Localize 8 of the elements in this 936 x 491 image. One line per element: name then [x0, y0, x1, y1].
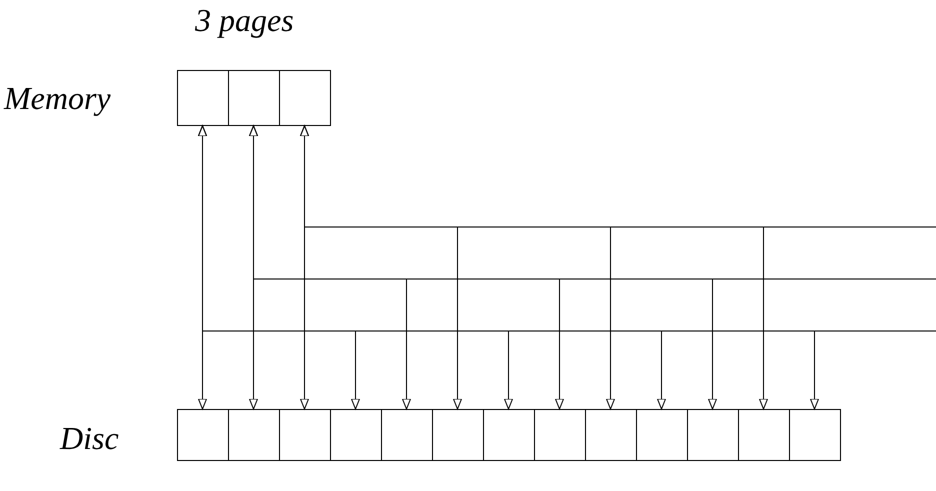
- arrow: [198, 126, 819, 410]
- row-label: Disc: [60, 419, 119, 458]
- caption-text: 3 pages: [195, 1, 294, 40]
- page-row: [177, 70, 331, 126]
- arrow: [300, 126, 768, 410]
- arrow: [249, 126, 717, 410]
- row-label: Memory: [4, 79, 111, 118]
- page-row: [177, 409, 841, 461]
